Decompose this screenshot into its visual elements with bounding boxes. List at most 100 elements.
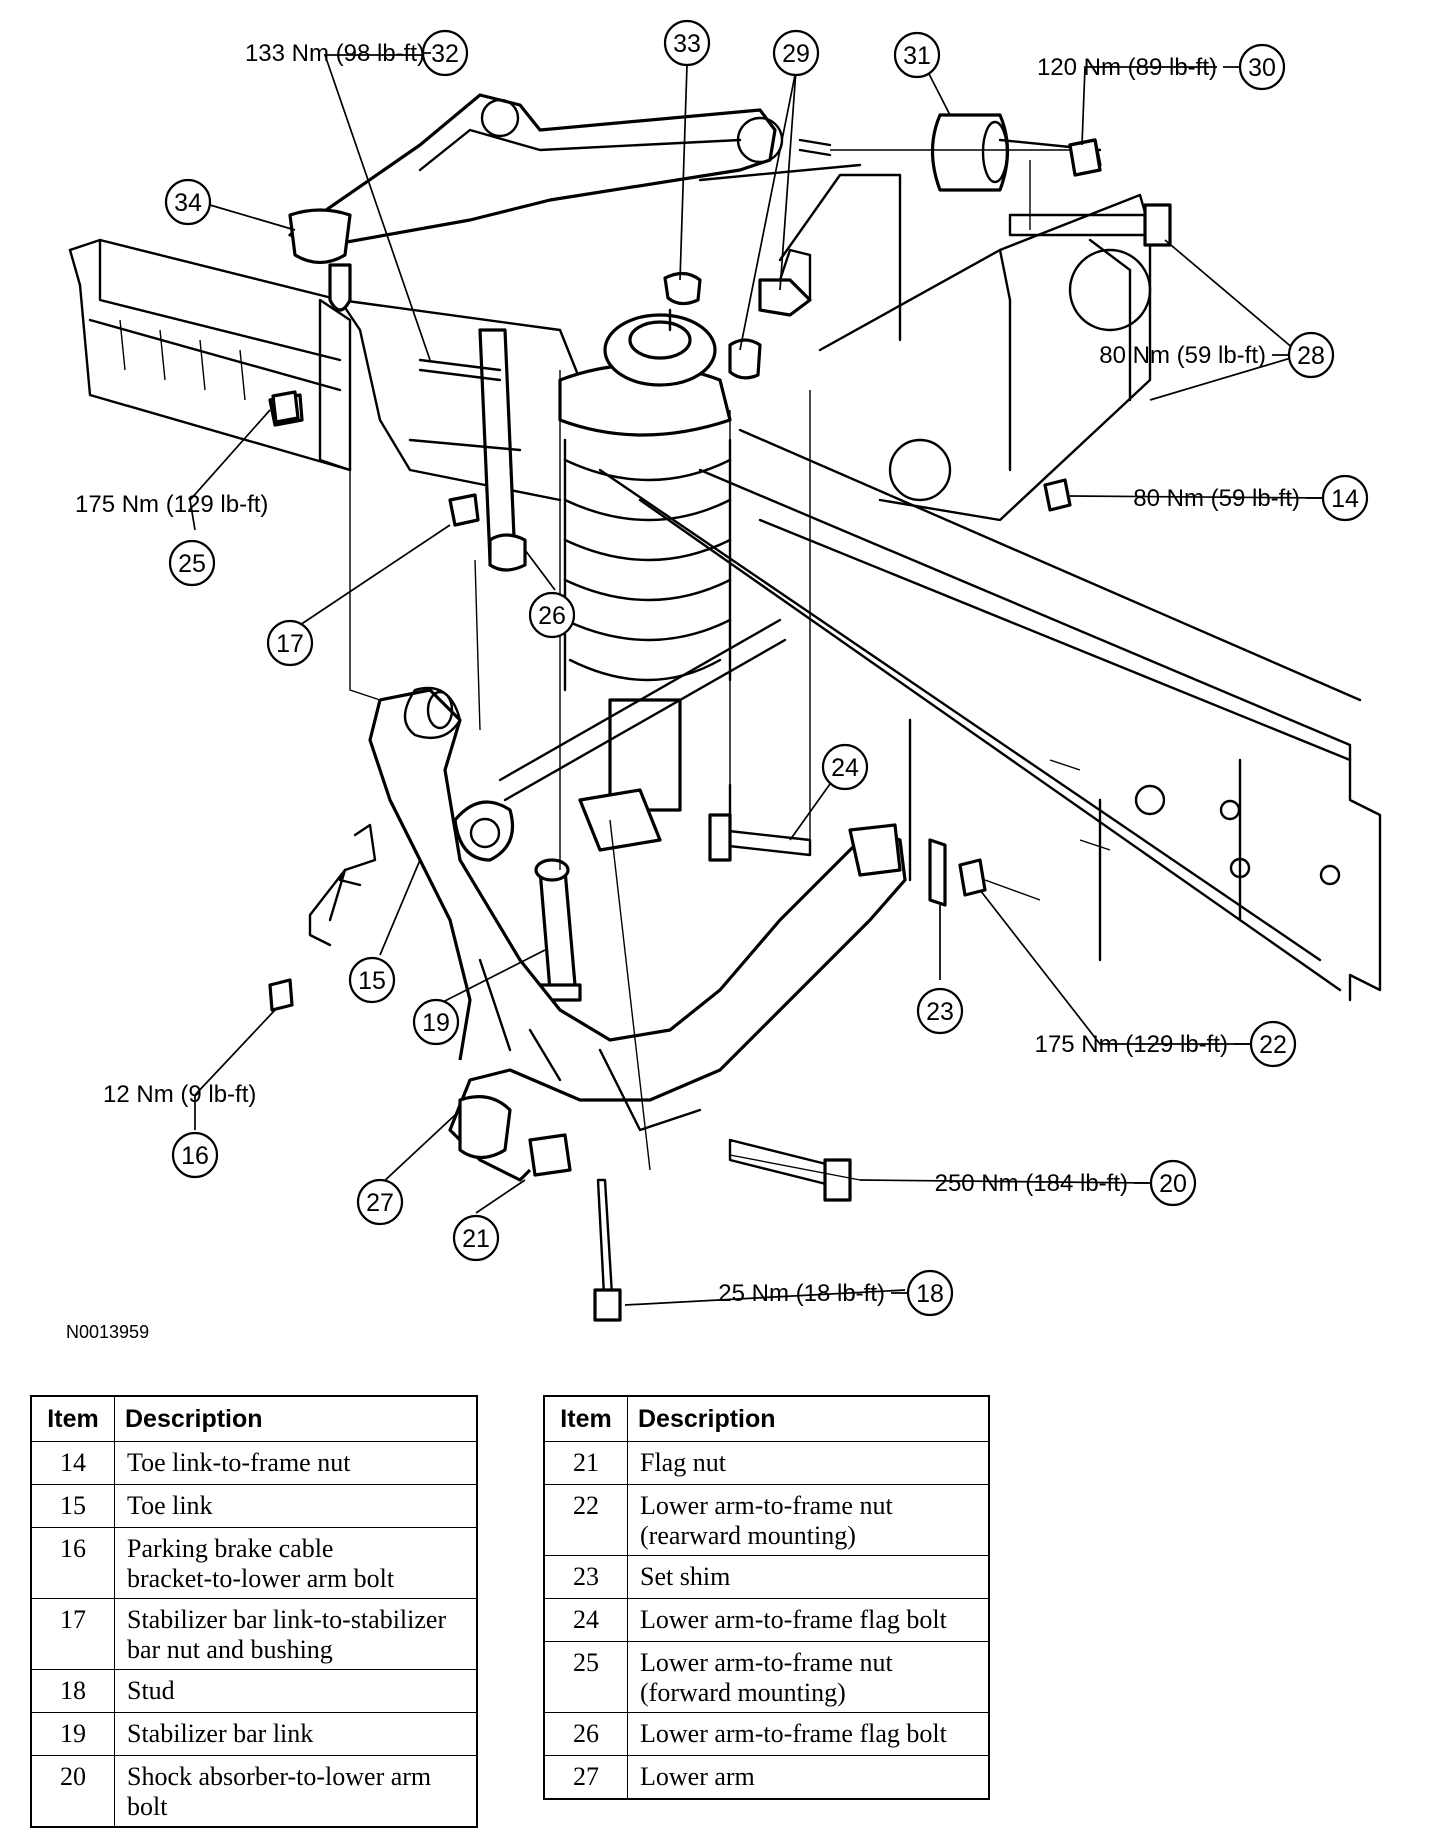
callout-circle xyxy=(821,743,869,791)
item-number: 24 xyxy=(543,1598,628,1642)
item-number: 26 xyxy=(543,1712,628,1756)
callout-number: 21 xyxy=(462,1225,490,1253)
description-line: Lower arm-to-frame flag bolt xyxy=(640,1605,947,1634)
callout-26: 26 xyxy=(528,591,576,639)
item-description: Set shim xyxy=(627,1555,990,1599)
callout-number: 17 xyxy=(276,630,304,658)
description-line: Toe link-to-frame nut xyxy=(127,1448,351,1477)
callout-number: 31 xyxy=(903,42,931,70)
callout-33: 33 xyxy=(663,19,711,67)
table-row: 14 Toe link-to-frame nut xyxy=(30,1441,478,1485)
callout-circle xyxy=(893,31,941,79)
callout-circle xyxy=(348,956,396,1004)
item-number: 14 xyxy=(30,1441,115,1485)
callout-circle xyxy=(412,998,460,1046)
shim-nut-22-23 xyxy=(928,838,1041,907)
callout-22: 22 175 Nm (129 lb-ft) xyxy=(1035,1020,1297,1068)
stabilizer-bar xyxy=(453,618,787,862)
callout-circle xyxy=(356,1178,404,1226)
callout-number: 26 xyxy=(538,602,566,630)
item-column-header: Item xyxy=(30,1395,115,1442)
callout-circle xyxy=(171,1131,219,1179)
torque-spec: 175 Nm (129 lb-ft) xyxy=(1035,1031,1228,1058)
description-line: Shock absorber-to-lower arm xyxy=(127,1762,432,1791)
item-description: Lower arm-to-frame nut(forward mounting) xyxy=(627,1641,990,1713)
crossmember-right xyxy=(698,163,1152,522)
callout-circle xyxy=(663,19,711,67)
item-description: Flag nut xyxy=(627,1441,990,1485)
torque-spec: 80 Nm (59 lb-ft) xyxy=(1099,342,1266,369)
callout-28: 28 80 Nm (59 lb-ft) xyxy=(1099,331,1335,379)
callout-number: 34 xyxy=(174,189,202,217)
table-header-row: Item Description xyxy=(543,1395,990,1442)
description-line: Parking brake cable xyxy=(127,1534,334,1563)
description-line: Stabilizer bar link xyxy=(127,1719,314,1748)
description-line: Toe link xyxy=(127,1491,213,1520)
description-line: bolt xyxy=(127,1792,168,1821)
item-number: 21 xyxy=(543,1441,628,1485)
callout-number: 28 xyxy=(1297,342,1325,370)
stud-18 xyxy=(593,1178,622,1322)
torque-spec: 133 Nm (98 lb-ft) xyxy=(245,40,425,67)
callout-number: 18 xyxy=(916,1280,944,1308)
description-line: Lower arm-to-frame nut xyxy=(640,1491,893,1520)
callout-30: 30 120 Nm (89 lb-ft) xyxy=(1037,43,1286,91)
table-row: 24 Lower arm-to-frame flag bolt xyxy=(543,1598,990,1642)
callout-number: 22 xyxy=(1259,1031,1287,1059)
item-description: Lower arm-to-frame nut(rearward mounting… xyxy=(627,1484,990,1556)
callout-31: 31 xyxy=(893,31,941,79)
item-description: Toe link-to-frame nut xyxy=(114,1441,478,1485)
item-number: 16 xyxy=(30,1527,115,1599)
leader-lines xyxy=(189,54,1326,1306)
table-row: 19 Stabilizer bar link xyxy=(30,1712,478,1756)
callout-number: 25 xyxy=(178,550,206,578)
description-line: Lower arm xyxy=(640,1762,755,1791)
item-description: Toe link xyxy=(114,1484,478,1528)
torque-spec: 12 Nm (9 lb-ft) xyxy=(103,1081,256,1108)
item-description: Lower arm xyxy=(627,1755,990,1800)
callout-21: 21 xyxy=(452,1214,500,1262)
callout-number: 19 xyxy=(422,1009,450,1037)
description-line: Set shim xyxy=(640,1562,731,1591)
callout-number: 32 xyxy=(431,40,459,68)
parking-brake-bracket xyxy=(268,823,377,1012)
item-number: 15 xyxy=(30,1484,115,1528)
item-column-header: Item xyxy=(543,1395,628,1442)
item-description: Stud xyxy=(114,1669,478,1713)
description-line: Flag nut xyxy=(640,1448,726,1477)
torque-spec: 250 Nm (184 lb-ft) xyxy=(935,1170,1128,1197)
item-description: Lower arm-to-frame flag bolt xyxy=(627,1598,990,1642)
callout-number: 15 xyxy=(358,967,386,995)
callout-15: 15 xyxy=(348,956,396,1004)
callout-number: 20 xyxy=(1159,1170,1187,1198)
callout-circle xyxy=(164,178,212,226)
callout-circle xyxy=(916,987,964,1035)
callout-number: 29 xyxy=(782,40,810,68)
frame-rail xyxy=(598,428,1382,1002)
callout-circle xyxy=(528,591,576,639)
torque-spec: 120 Nm (89 lb-ft) xyxy=(1037,54,1217,81)
callout-24: 24 xyxy=(821,743,869,791)
callout-19: 19 xyxy=(412,998,460,1046)
callout-number: 30 xyxy=(1248,54,1276,82)
bolt-20 xyxy=(728,1138,852,1202)
item-number: 19 xyxy=(30,1712,115,1756)
upper-arm xyxy=(288,93,832,312)
table-row: 15 Toe link xyxy=(30,1484,478,1528)
torque-spec: 80 Nm (59 lb-ft) xyxy=(1133,485,1300,512)
description-line: Lower arm-to-frame flag bolt xyxy=(640,1719,947,1748)
callout-17: 17 xyxy=(266,619,314,667)
description-line: Stud xyxy=(127,1676,175,1705)
callout-circle xyxy=(168,539,216,587)
